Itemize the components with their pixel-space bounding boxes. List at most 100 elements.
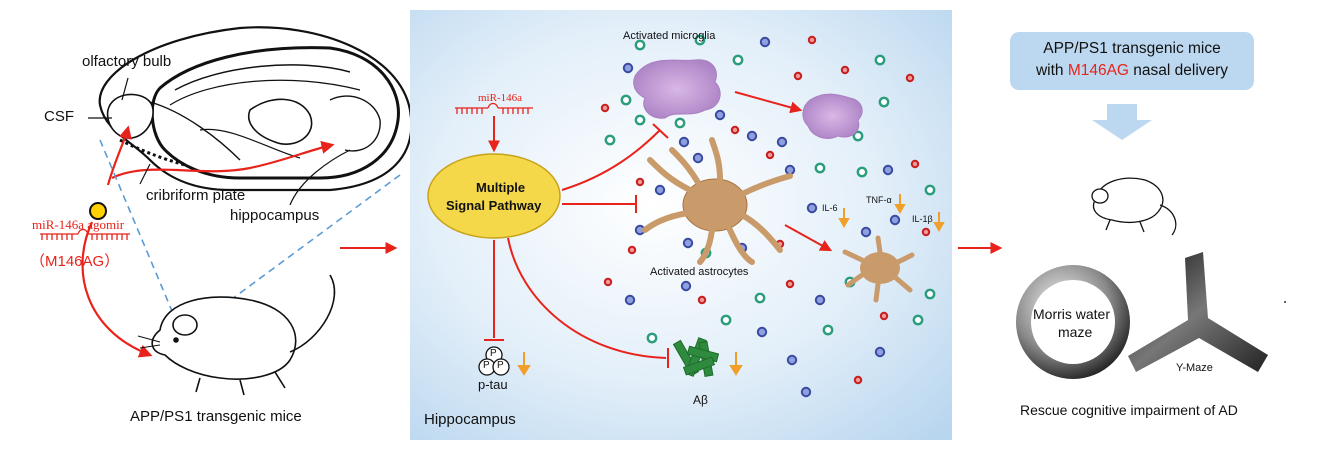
particle-dot — [874, 54, 886, 66]
label-il1b: IL-1β — [912, 214, 933, 224]
particle-dot — [889, 214, 901, 226]
label-pathway-line1: Multiple — [476, 180, 526, 195]
particle-dot — [682, 237, 694, 249]
particle-dot — [924, 184, 936, 196]
particle-dot — [882, 164, 894, 176]
label-p1: P — [490, 348, 497, 359]
label-abeta: Aβ — [693, 393, 708, 407]
decrease-arrows — [517, 194, 945, 376]
particle-dot — [785, 279, 795, 289]
label-morris-line2: maze — [1058, 324, 1093, 340]
particle-dot — [620, 94, 632, 106]
label-p-tau: p-tau — [478, 377, 508, 392]
label-activated-astrocytes: Activated astrocytes — [650, 266, 749, 278]
particle-dot — [600, 103, 610, 113]
activated-microglia-cell — [633, 59, 721, 119]
particle-dot — [912, 314, 924, 326]
particle-dot — [874, 346, 886, 358]
y-maze-shape — [1128, 252, 1268, 372]
particle-dot — [624, 294, 636, 306]
particle-dot — [674, 117, 686, 129]
particle-dot — [921, 227, 931, 237]
label-il6: IL-6 — [822, 203, 838, 213]
treatment-box: APP/PS1 transgenic mice with M146AG nasa… — [1010, 32, 1254, 90]
nasal-pathway-arrows — [81, 125, 335, 358]
label-y-maze: Y-Maze — [1176, 362, 1213, 374]
label-tnf: TNF-α — [866, 195, 892, 205]
particle-dot — [807, 35, 817, 45]
mirna-icon — [455, 102, 533, 114]
particle-dot — [853, 375, 863, 385]
particle-dot — [627, 245, 637, 255]
small-astrocyte-cell — [842, 235, 915, 303]
label-p3: P — [497, 360, 504, 371]
particle-dot — [765, 150, 775, 160]
particle-dot — [910, 159, 920, 169]
label-pathway-line2: Signal Pathway — [446, 198, 542, 213]
morris-water-maze-pool — [1031, 280, 1115, 364]
particle-dot — [860, 226, 872, 238]
particle-dot — [878, 96, 890, 108]
label-csf: CSF — [44, 108, 74, 125]
particle-dot — [604, 134, 616, 146]
label-m146ag: （M146AG） — [30, 253, 120, 270]
label-morris-line1: Morris water — [1033, 306, 1111, 322]
particle-dot — [654, 184, 666, 196]
signal-pathway-ellipse — [427, 153, 561, 239]
particle-dot — [822, 324, 834, 336]
particle-dot — [924, 288, 936, 300]
particle-dot — [746, 130, 758, 142]
particle-dot — [680, 280, 692, 292]
caption-hippocampus: Hippocampus — [424, 411, 516, 428]
particle-dot — [852, 130, 864, 142]
treatment-box-post: nasal delivery — [1128, 62, 1229, 79]
abeta-plaque-icon — [672, 337, 720, 378]
mouse-illustration — [137, 274, 336, 396]
particle-dot — [776, 136, 788, 148]
particle-dot — [714, 109, 726, 121]
particle-dot — [634, 114, 646, 126]
label-olfactory-bulb: olfactory bulb — [82, 53, 172, 70]
treatment-box-line1: APP/PS1 transgenic mice — [1043, 40, 1221, 57]
particle-dot — [697, 295, 707, 305]
particle-dot — [622, 62, 634, 74]
particle-dot — [759, 36, 771, 48]
caption-app-ps1-mice: APP/PS1 transgenic mice — [130, 408, 302, 425]
treatment-box-highlight: M146AG — [1067, 62, 1129, 79]
down-arrow-block — [1092, 104, 1152, 140]
particle-dot — [634, 39, 646, 51]
particle-dot — [800, 386, 812, 398]
particle-dot — [840, 65, 850, 75]
label-leader-lines — [88, 77, 351, 206]
label-mirna: miR-146a — [478, 92, 522, 104]
label-activated-microglia: Activated microglia — [623, 30, 716, 42]
particle-dot — [786, 354, 798, 366]
particle-dot — [678, 136, 690, 148]
particle-dot — [905, 73, 915, 83]
label-p2: P — [483, 360, 490, 371]
particle-dot — [635, 177, 645, 187]
particle-dot — [856, 166, 868, 178]
treatment-box-line2: with M146AG nasal delivery — [1010, 60, 1254, 82]
inhibition-lines — [484, 123, 669, 368]
particle-dot — [720, 314, 732, 326]
label-agomir: miR-146a agomir — [32, 217, 125, 232]
arrow-microglia-transition — [734, 91, 803, 114]
resting-microglia-cell — [802, 93, 863, 139]
particle-dot — [756, 326, 768, 338]
activated-astrocyte-cell — [642, 137, 793, 265]
p-tau-icon — [478, 346, 510, 376]
particle-dot — [814, 162, 826, 174]
treated-mouse-illustration — [1091, 177, 1177, 236]
particle-dot — [603, 277, 613, 287]
label-cribriform-plate: cribriform plate — [146, 187, 246, 204]
particle-dot — [646, 332, 658, 344]
agomir-icon — [40, 202, 130, 240]
particle-dot — [692, 152, 704, 164]
arrow-astrocyte-transition — [784, 224, 833, 252]
treatment-box-pre: with — [1035, 62, 1068, 79]
caption-rescue-cognitive: Rescue cognitive impairment of AD — [1020, 402, 1238, 418]
particle-dot — [879, 311, 889, 321]
skull-brain-illustration — [98, 26, 413, 192]
